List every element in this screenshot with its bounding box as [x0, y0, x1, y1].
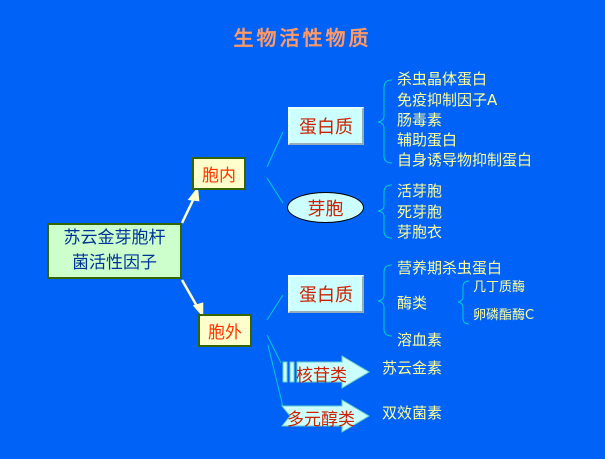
list-item: 辅助蛋白 [397, 131, 458, 149]
list-item: 肠毒素 [397, 111, 443, 129]
brace [377, 264, 393, 337]
list-item: 免疫抑制因子A [397, 91, 498, 109]
connector-line [266, 294, 284, 321]
connector-line [266, 334, 282, 364]
list-item: 溶血素 [397, 331, 443, 349]
list-item: 卵磷酯酶C [473, 308, 535, 323]
nucleoside-label: 核苷类 [296, 366, 347, 386]
root-line2: 菌活性因子 [72, 253, 157, 273]
list-item: 自身诱导物抑制蛋白 [397, 151, 533, 169]
brace [377, 184, 393, 239]
nucleoside-arrow-shape [296, 355, 370, 389]
root-node: 苏云金芽胞杆 菌活性因子 [47, 223, 182, 279]
extracellular-node: 胞外 [198, 314, 252, 347]
list-item: 几丁质酶 [473, 280, 526, 295]
connector-line [266, 131, 284, 168]
list-item: 死芽胞 [397, 203, 443, 221]
polyol-arrow-shape [280, 399, 370, 433]
list-item: 营养期杀虫蛋白 [397, 259, 503, 277]
arrow-to-extracellular [180, 279, 200, 309]
arrow-stripe [282, 361, 288, 383]
intracellular-node: 胞内 [192, 157, 246, 190]
list-item: 活芽胞 [397, 182, 443, 200]
arrowhead-icon [187, 186, 200, 202]
list-item: 双效菌素 [382, 404, 443, 422]
brace [457, 280, 470, 325]
list-item: 苏云金素 [382, 359, 443, 377]
brace [377, 79, 393, 164]
connector-line [266, 177, 284, 204]
list-item: 杀虫晶体蛋白 [397, 70, 488, 88]
spore-node: 芽胞 [287, 192, 364, 223]
connector-line [267, 344, 284, 408]
root-line1: 苏云金芽胞杆 [63, 228, 166, 248]
list-item: 芽胞衣 [397, 223, 443, 241]
arrowhead-icon [192, 302, 204, 318]
slide-title: 生物活性物质 [233, 26, 372, 50]
enzymes-label: 酶类 [397, 294, 428, 312]
extracellular-protein-node: 蛋白质 [288, 275, 364, 313]
polyol-label: 多元醇类 [287, 410, 355, 430]
arrow-stripe [289, 361, 295, 383]
intracellular-protein-node: 蛋白质 [288, 107, 364, 145]
